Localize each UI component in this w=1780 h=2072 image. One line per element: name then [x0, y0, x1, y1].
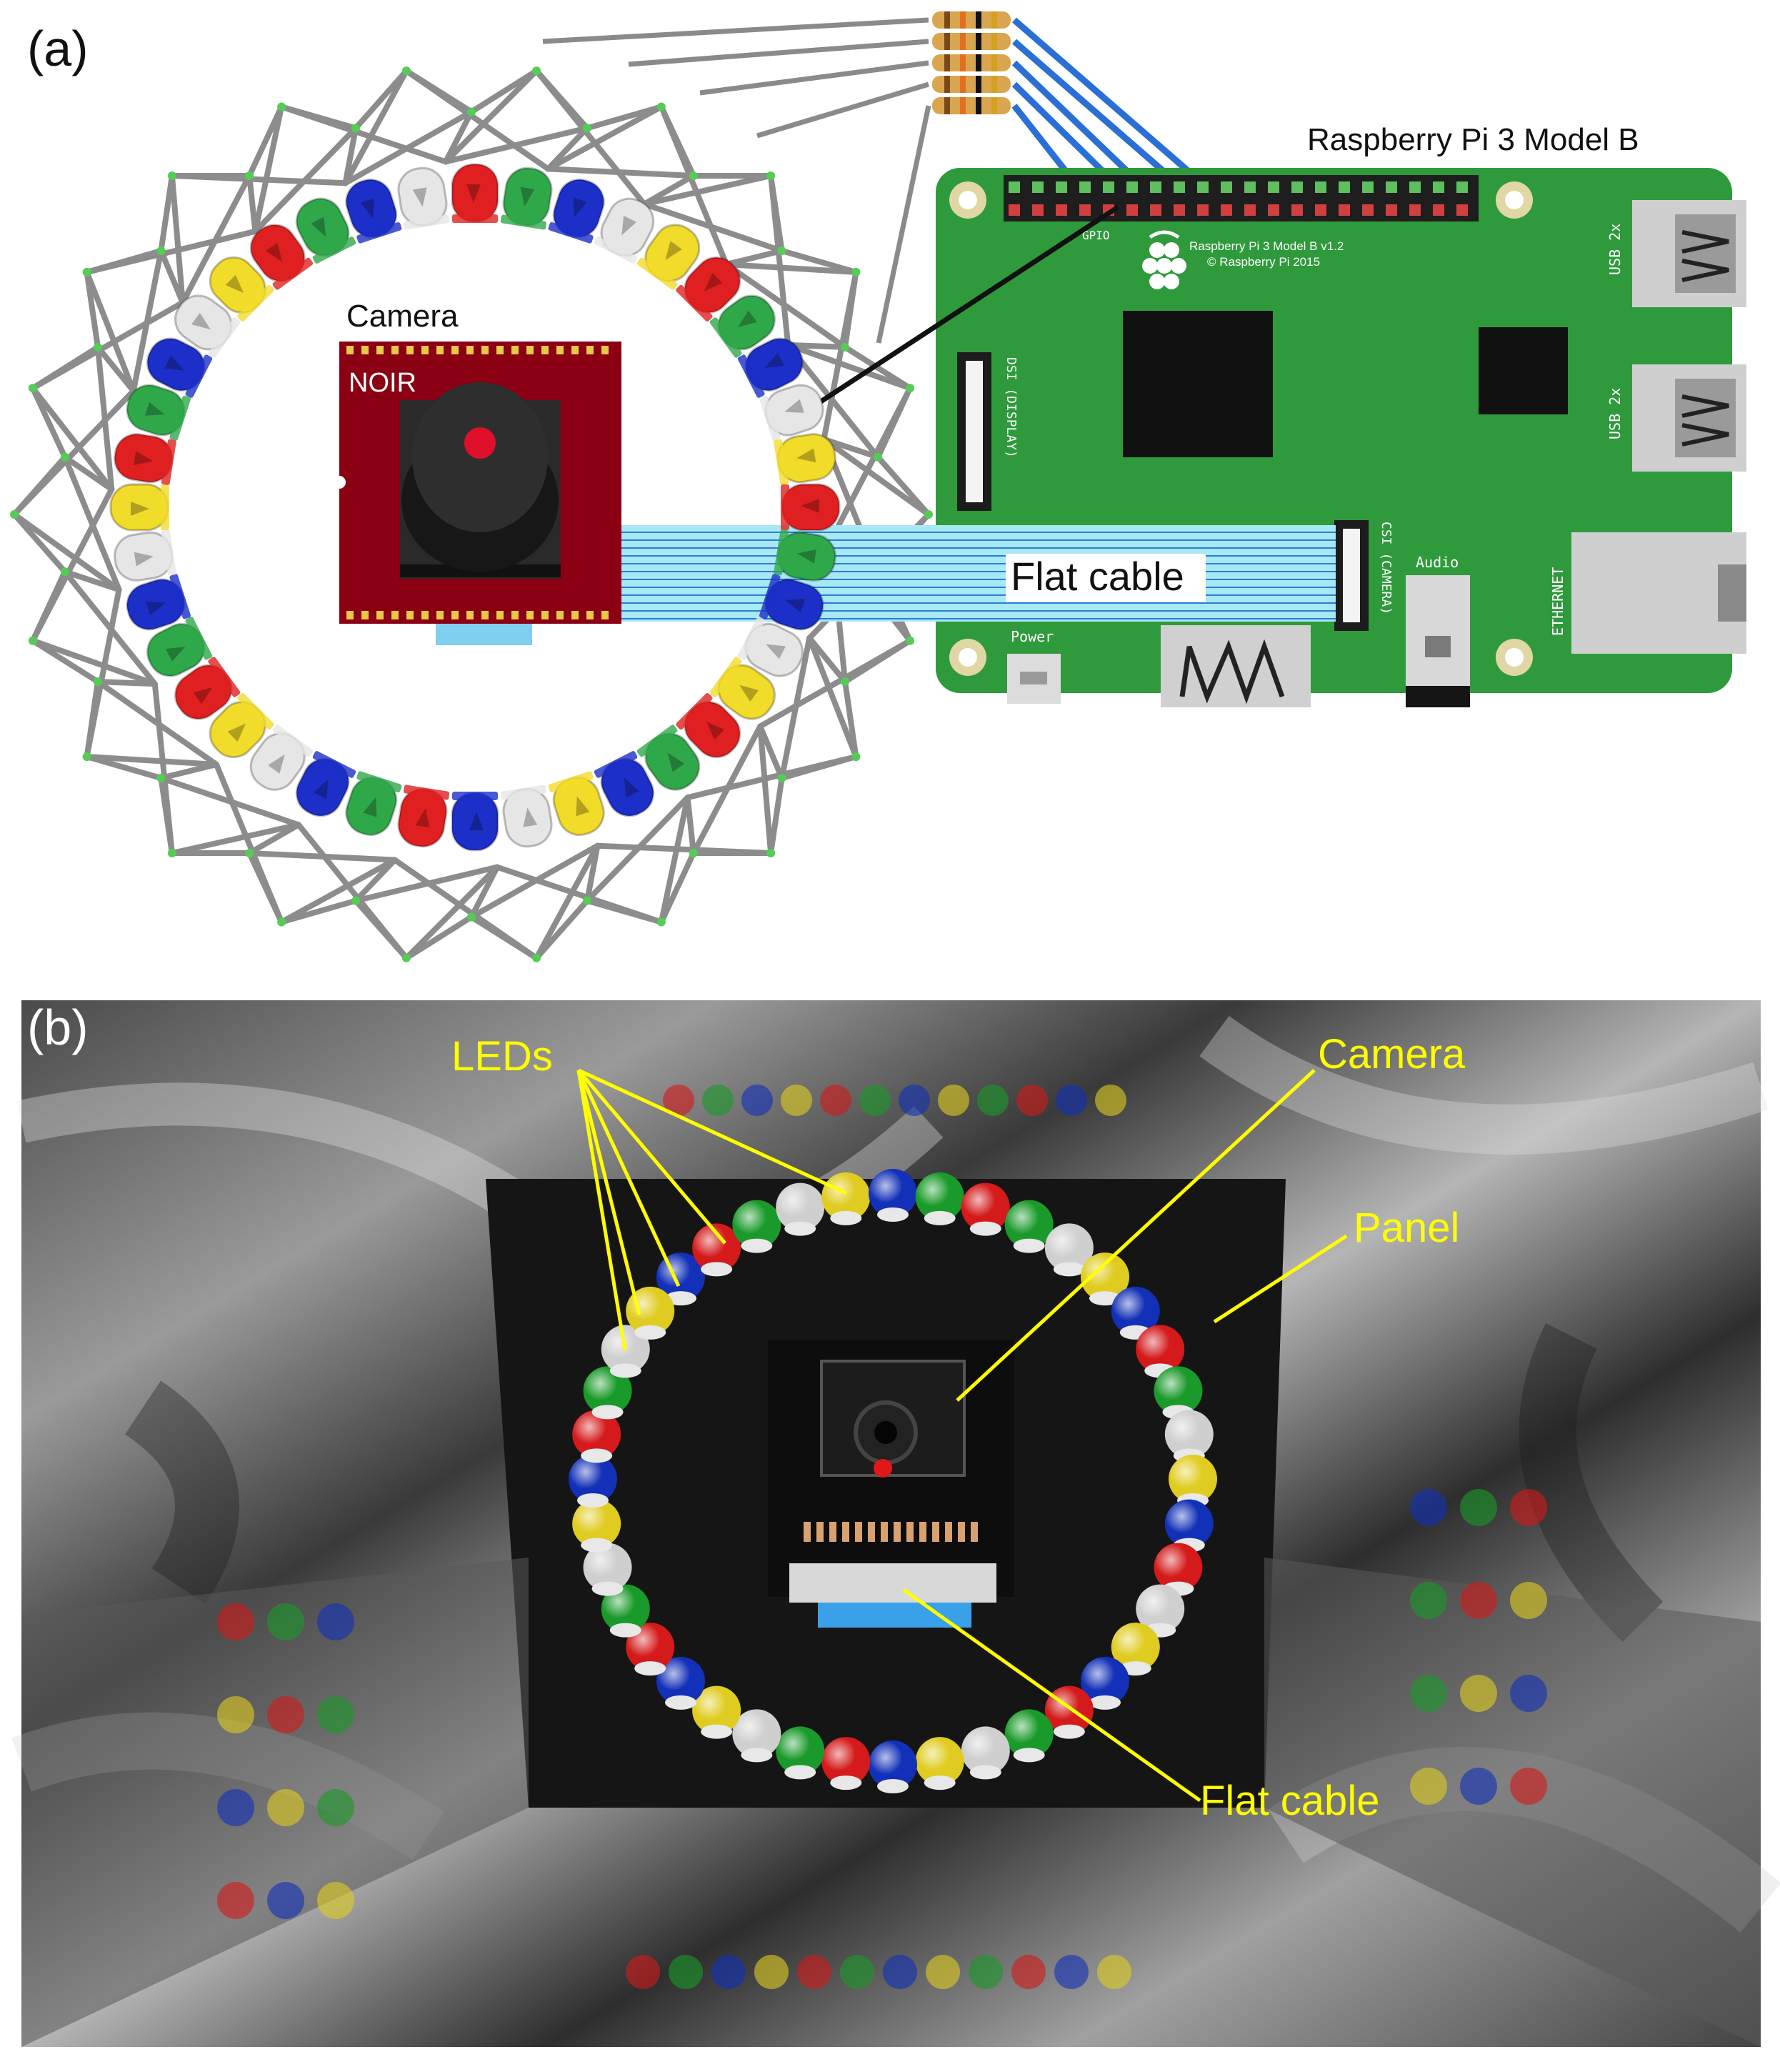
- model-silk: Raspberry Pi 3 Model B v1.2: [1189, 239, 1344, 253]
- audio-silk: Audio: [1416, 554, 1459, 571]
- led-icon: [500, 165, 554, 230]
- flat-cable-label: Flat cable: [1011, 554, 1184, 599]
- led-icon: [341, 771, 402, 841]
- panel-a-label: (a): [27, 21, 89, 76]
- led-icon: [774, 431, 839, 485]
- power-port: Power: [1007, 628, 1061, 704]
- dsi-silk: DSI (DISPLAY): [1004, 357, 1019, 458]
- copyright-silk: © Raspberry Pi 2015: [1207, 255, 1320, 269]
- lens-center-icon: [464, 427, 496, 459]
- ethernet-port: ETHERNET: [1549, 532, 1746, 654]
- leds-annotation: LEDs: [451, 1033, 553, 1080]
- led-icon: [111, 431, 176, 485]
- led-icon: [396, 165, 450, 230]
- power-silk: Power: [1011, 628, 1054, 645]
- led-icon: [341, 174, 402, 244]
- gpio-header: [1004, 175, 1479, 221]
- audio-jack: Audio: [1406, 554, 1470, 707]
- wiring-diagram: (a) Raspberry Pi 3 Model B GPIO: [0, 0, 1780, 979]
- diagram-panel-a: (a) Raspberry Pi 3 Model B GPIO: [0, 0, 1780, 979]
- hdmi-port: [1161, 625, 1311, 707]
- led-icon: [111, 484, 169, 530]
- led-icon: [548, 174, 609, 244]
- led-icon: [111, 529, 176, 584]
- led-icon: [396, 785, 450, 850]
- camera-module: Camera NOIR: [333, 299, 621, 645]
- photo-panel-b: (b) LEDs Camera Panel Flat cable: [0, 979, 1780, 2068]
- panel-b-label: (b): [27, 1000, 89, 1055]
- board-title: Raspberry Pi 3 Model B: [1307, 122, 1639, 157]
- led-icon: [452, 164, 498, 223]
- flat-cable-annotation: Flat cable: [1200, 1778, 1379, 1824]
- panel-annotation: Panel: [1354, 1205, 1459, 1251]
- led-icon: [548, 771, 609, 841]
- camera-module-text: NOIR: [349, 368, 416, 398]
- camera-label: Camera: [346, 299, 459, 334]
- camera-annotation: Camera: [1318, 1031, 1466, 1077]
- led-icon: [500, 785, 554, 850]
- lan-chip: [1479, 327, 1568, 414]
- resistor-array: [932, 11, 1011, 114]
- usb-top-silk: USB 2x: [1606, 224, 1624, 275]
- photo-flat-cable: [818, 1603, 971, 1628]
- usb-bottom-silk: USB 2x: [1606, 388, 1624, 439]
- csi-silk: CSI (CAMERA): [1379, 522, 1394, 614]
- flat-cable: Flat cable: [621, 525, 1336, 622]
- ethernet-silk: ETHERNET: [1549, 567, 1566, 636]
- device-photo: (b) LEDs Camera Panel Flat cable: [0, 979, 1780, 2068]
- led-icon: [452, 792, 498, 850]
- soc-chip: [1123, 311, 1273, 457]
- led-icon: [781, 484, 839, 530]
